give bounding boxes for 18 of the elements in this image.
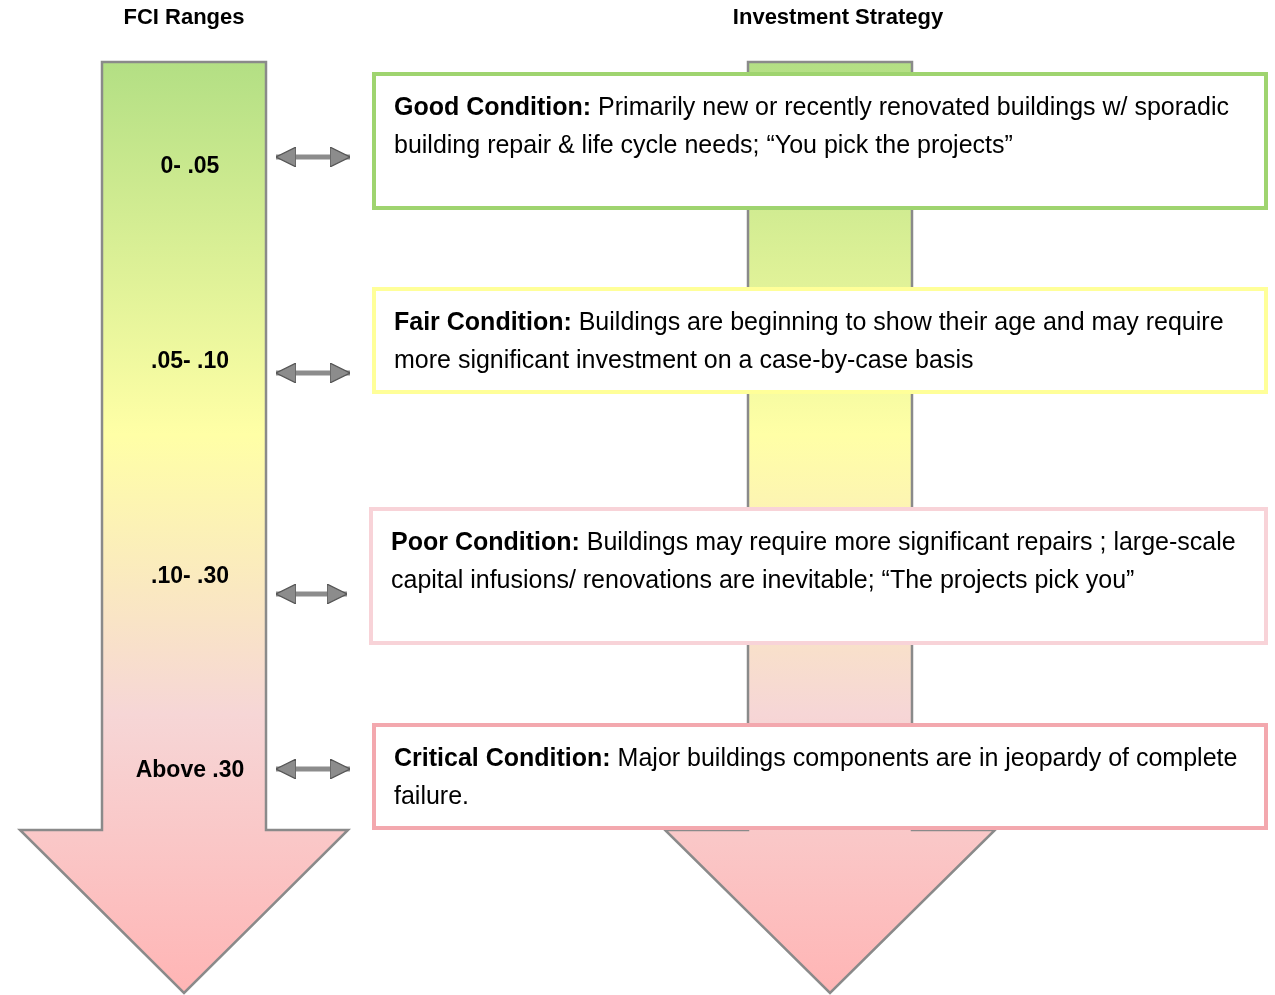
condition-box [372,723,1268,830]
condition-description: Critical Condition: Major buildings components are in jeopardy of complete failure. [394,742,1239,811]
condition-description: Fair Condition: Buildings are beginning to show their age and may require more significant investment on a case-by-case basis [394,306,1225,375]
double-arrow [275,758,351,780]
double-arrow [275,362,351,384]
range-text: Above .30 [135,755,245,783]
range-text: .05- .10 [151,346,229,374]
condition-box [372,287,1268,394]
condition-box [372,72,1268,210]
range-text: 0- .05 [160,151,220,179]
condition-box [369,507,1268,645]
condition-description: Good Condition: Primarily new or recently renovated buildings w/ sporadic building repair & life cycle needs; “You pick the projects” [394,91,1230,160]
double-arrow [275,583,348,605]
double-arrow [275,146,351,168]
range-text: .10- .30 [151,561,229,589]
column-heading: Investment Strategy [732,4,944,30]
column-heading: FCI Ranges [123,4,245,30]
condition-description: Poor Condition: Buildings may require more significant repairs ; large-scale capital infusions/ renovations are inevitable; “The projects pick you” [391,526,1237,595]
